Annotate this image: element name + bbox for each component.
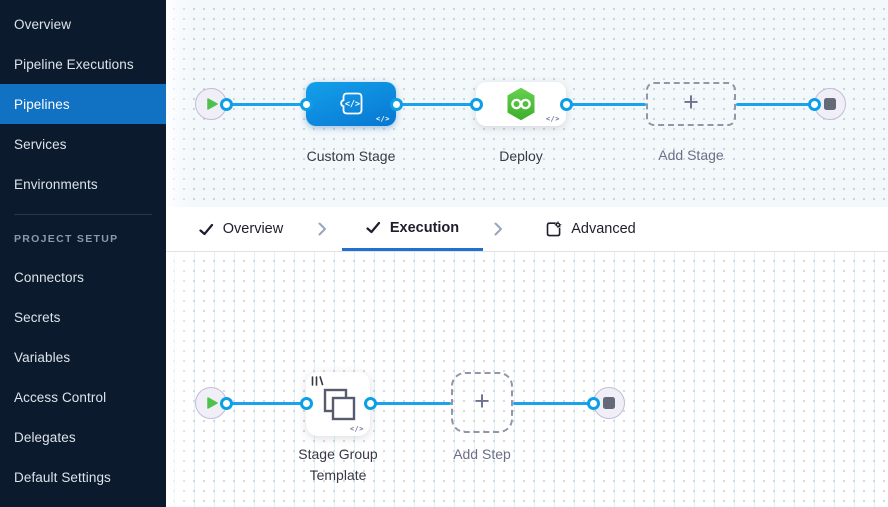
stop-icon	[603, 397, 615, 409]
connector-line	[227, 103, 306, 106]
custom-stage-label[interactable]: Custom Stage	[306, 148, 396, 164]
stop-icon	[824, 98, 836, 110]
add-step-button[interactable]: +	[451, 372, 513, 433]
plus-icon: +	[683, 87, 699, 117]
check-icon	[366, 221, 380, 234]
add-stage-label[interactable]: Add Stage	[658, 147, 724, 163]
stage-pipeline-canvas[interactable]: </> </> </> +	[166, 0, 888, 207]
connection-point[interactable]	[560, 98, 573, 111]
connection-point[interactable]	[587, 397, 600, 410]
tab-advanced-label: Advanced	[571, 221, 636, 237]
connection-point[interactable]	[808, 98, 821, 111]
deploy-stage-node[interactable]: </>	[476, 82, 566, 126]
plus-icon: +	[474, 385, 490, 416]
connector-line	[736, 103, 815, 106]
play-icon	[207, 98, 218, 110]
connector-line	[396, 103, 476, 106]
template-badge: </>	[545, 115, 560, 123]
connection-point[interactable]	[470, 98, 483, 111]
chevron-right-icon	[318, 222, 326, 236]
connection-point[interactable]	[390, 98, 403, 111]
stage-config-tabbar: Overview Execution Advan	[166, 207, 888, 252]
code-template-icon: </>	[340, 92, 363, 115]
sidebar-item-pipelines[interactable]: Pipelines	[0, 84, 166, 124]
tab-execution[interactable]: Execution	[342, 207, 483, 251]
stage-group-template-node[interactable]: </>	[306, 372, 370, 436]
tab-advanced[interactable]: Advanced	[518, 207, 663, 251]
connector-line	[370, 402, 451, 405]
sidebar-item-delegates[interactable]: Delegates	[14, 429, 76, 445]
custom-stage-node[interactable]: </> </>	[306, 82, 396, 126]
check-icon	[199, 223, 213, 235]
stage-group-template-label[interactable]: Stage Group Template	[298, 446, 378, 483]
connector-line	[566, 103, 646, 106]
overlapping-squares-icon	[323, 388, 356, 421]
sidebar-item-environments[interactable]: Environments	[14, 176, 98, 192]
connection-point[interactable]	[220, 397, 233, 410]
sidebar-item-access-control[interactable]: Access Control	[14, 389, 107, 405]
chevron-right-icon	[494, 222, 502, 236]
connection-point[interactable]	[220, 98, 233, 111]
sidebar-nav-list: Overview Pipeline Executions Pipelines S…	[0, 4, 166, 204]
connection-point[interactable]	[300, 397, 313, 410]
sidebar-item-variables[interactable]: Variables	[14, 349, 71, 365]
sidebar-nav: Overview Pipeline Executions Pipelines S…	[0, 0, 166, 507]
template-badge: </>	[349, 425, 364, 433]
connector-line	[227, 402, 306, 405]
connection-point[interactable]	[364, 397, 377, 410]
project-setup-list: Connectors Secrets Variables Access Cont…	[0, 257, 166, 497]
add-step-label[interactable]: Add Step	[453, 446, 511, 462]
add-stage-button[interactable]: +	[646, 82, 736, 126]
sidebar-item-default-settings[interactable]: Default Settings	[14, 469, 111, 485]
pipeline-studio-main: </> </> </> +	[166, 0, 888, 507]
tab-overview-label: Overview	[222, 221, 284, 237]
project-setup-section-label: PROJECT SETUP	[14, 233, 119, 245]
sidebar-item-overview[interactable]: Overview	[14, 16, 72, 32]
cd-hexagon-icon	[507, 87, 535, 121]
svg-text:</>: </>	[345, 100, 360, 110]
sidebar-item-services[interactable]: Services	[14, 136, 67, 152]
panel-gear-icon	[546, 220, 562, 236]
tab-overview[interactable]: Overview	[176, 207, 306, 251]
tab-execution-label: Execution	[389, 219, 460, 236]
sidebar-item-secrets[interactable]: Secrets	[14, 309, 61, 325]
execution-step-canvas[interactable]: </> + Stage Group Template Add Step	[166, 252, 888, 507]
connector-line	[513, 402, 593, 405]
connection-point[interactable]	[300, 98, 313, 111]
template-hatch-icon	[311, 376, 324, 386]
sidebar-divider	[14, 214, 152, 215]
sidebar-item-connectors[interactable]: Connectors	[14, 269, 85, 285]
play-icon	[207, 397, 218, 409]
sidebar-item-pipeline-executions[interactable]: Pipeline Executions	[14, 56, 134, 72]
template-badge: </>	[375, 115, 390, 123]
deploy-stage-label[interactable]: Deploy	[499, 148, 543, 164]
